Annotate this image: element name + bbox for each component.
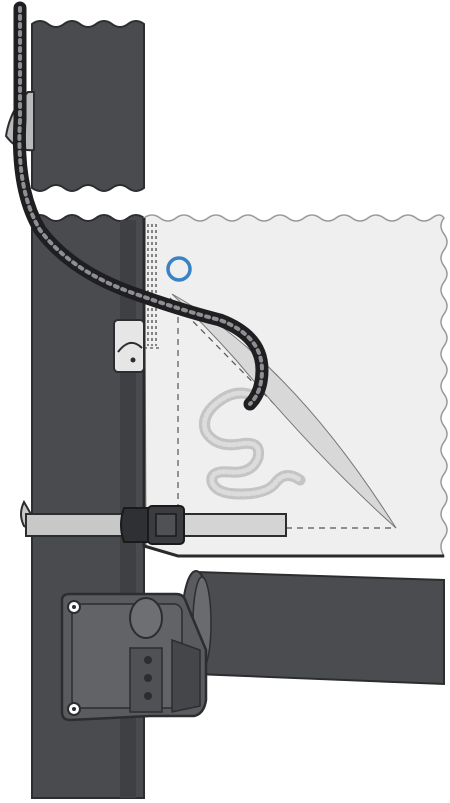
buckle-icon	[121, 506, 184, 544]
upper-post	[32, 21, 144, 191]
cleat-icon	[114, 320, 144, 372]
roller-icon	[182, 571, 444, 684]
grommet-icon	[168, 258, 190, 280]
bracket-icon	[62, 594, 206, 720]
